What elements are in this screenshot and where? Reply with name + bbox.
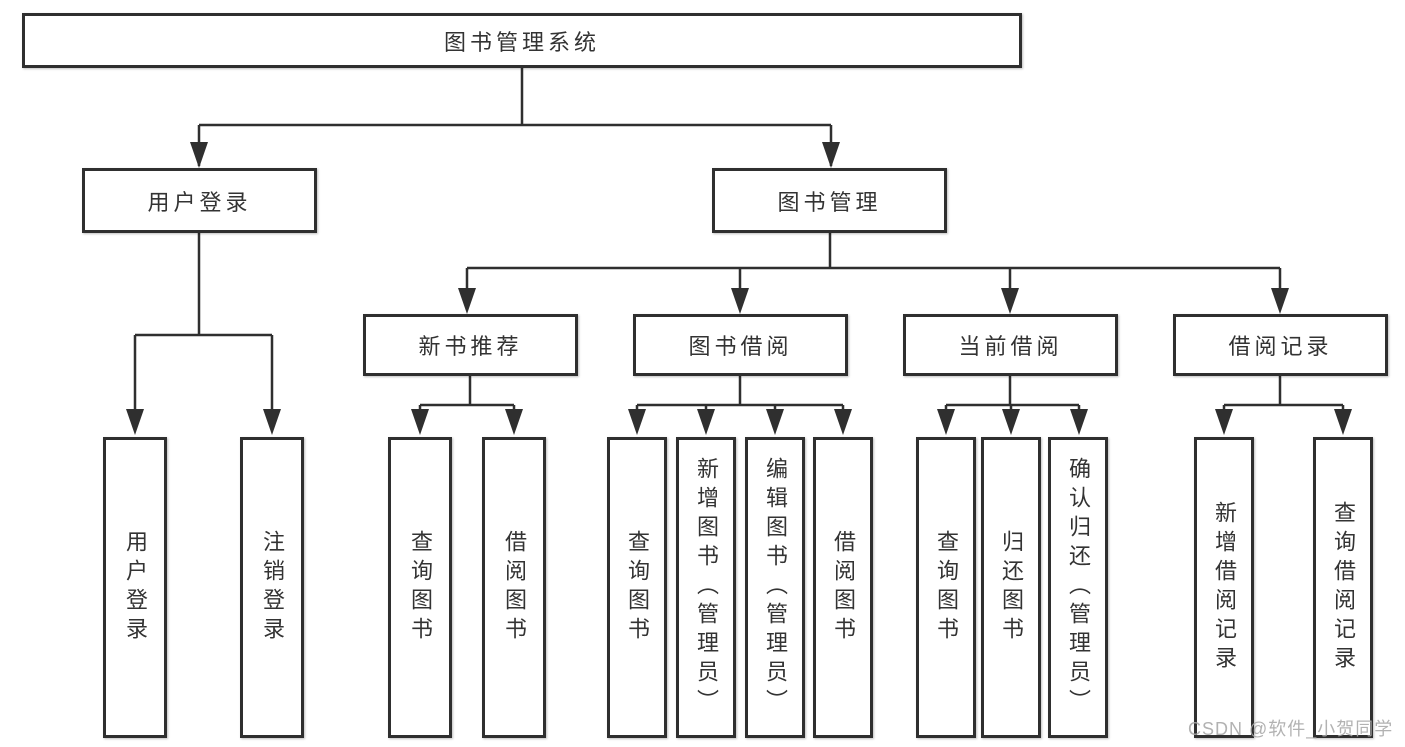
- arrow-down-icon: [1002, 409, 1020, 435]
- arrow-down-icon: [505, 409, 523, 435]
- node-borrowing-records: 借阅记录: [1173, 314, 1388, 376]
- arrow-down-icon: [190, 142, 208, 168]
- arrow-down-icon: [1001, 288, 1019, 314]
- arrow-down-icon: [834, 409, 852, 435]
- leaf-edit-book-admin: 编辑图书（管理员）: [745, 437, 805, 738]
- node-borrowing-records-label: 借阅记录: [1228, 334, 1333, 359]
- arrow-down-icon: [1334, 409, 1352, 435]
- node-new-book-recommend-label: 新书推荐: [418, 334, 523, 359]
- arrow-down-icon: [126, 409, 144, 435]
- leaf-confirm-return-admin: 确认归还（管理员）: [1048, 437, 1108, 738]
- arrow-down-icon: [697, 409, 715, 435]
- leaf-logout-label: 注销登录: [260, 529, 285, 646]
- arrow-down-icon: [628, 409, 646, 435]
- arrow-down-icon: [263, 409, 281, 435]
- leaf-logout: 注销登录: [240, 437, 304, 738]
- leaf-recommend-query-books: 查询图书: [388, 437, 452, 738]
- arrow-down-icon: [731, 288, 749, 314]
- node-user-login-label: 用户登录: [147, 189, 252, 215]
- arrowheads: [126, 142, 1352, 435]
- node-root-label: 图书管理系统: [443, 29, 600, 55]
- leaf-borrow-books: 借阅图书: [813, 437, 873, 738]
- watermark: CSDN @软件_小贺同学: [1188, 719, 1394, 739]
- leaf-borrowing-query-books-label: 查询图书: [625, 529, 650, 646]
- arrow-down-icon: [766, 409, 784, 435]
- leaf-borrow-books-label: 借阅图书: [831, 529, 856, 646]
- arrow-down-icon: [822, 142, 840, 168]
- arrow-down-icon: [937, 409, 955, 435]
- leaf-query-borrow-record: 查询借阅记录: [1313, 437, 1373, 738]
- node-user-login: 用户登录: [82, 168, 317, 233]
- arrow-down-icon: [1215, 409, 1233, 435]
- leaf-recommend-borrow-books-label: 借阅图书: [502, 529, 527, 646]
- node-book-management-label: 图书管理: [777, 189, 882, 215]
- leaf-recommend-query-books-label: 查询图书: [408, 529, 433, 646]
- leaf-add-book-admin-label: 新增图书（管理员）: [694, 457, 719, 718]
- leaf-confirm-return-admin-label: 确认归还（管理员）: [1066, 457, 1091, 718]
- node-current-borrowing-label: 当前借阅: [958, 334, 1063, 359]
- leaf-current-query-books-label: 查询图书: [934, 529, 959, 646]
- arrow-down-icon: [411, 409, 429, 435]
- leaf-user-login: 用户登录: [103, 437, 167, 738]
- arrow-down-icon: [458, 288, 476, 314]
- node-book-borrowing: 图书借阅: [633, 314, 848, 376]
- arrow-down-icon: [1271, 288, 1289, 314]
- leaf-return-books: 归还图书: [981, 437, 1041, 738]
- node-book-borrowing-label: 图书借阅: [688, 334, 793, 359]
- node-book-management: 图书管理: [712, 168, 947, 233]
- leaf-current-query-books: 查询图书: [916, 437, 976, 738]
- leaf-add-book-admin: 新增图书（管理员）: [676, 437, 736, 738]
- arrow-down-icon: [1070, 409, 1088, 435]
- leaf-recommend-borrow-books: 借阅图书: [482, 437, 546, 738]
- leaf-query-borrow-record-label: 查询借阅记录: [1331, 500, 1356, 675]
- leaf-edit-book-admin-label: 编辑图书（管理员）: [763, 457, 788, 718]
- leaf-add-borrow-record: 新增借阅记录: [1194, 437, 1254, 738]
- leaf-return-books-label: 归还图书: [999, 529, 1024, 646]
- node-new-book-recommend: 新书推荐: [363, 314, 578, 376]
- node-current-borrowing: 当前借阅: [903, 314, 1118, 376]
- leaf-user-login-label: 用户登录: [123, 529, 148, 646]
- leaf-borrowing-query-books: 查询图书: [607, 437, 667, 738]
- node-root: 图书管理系统: [22, 13, 1022, 68]
- leaf-add-borrow-record-label: 新增借阅记录: [1212, 500, 1237, 675]
